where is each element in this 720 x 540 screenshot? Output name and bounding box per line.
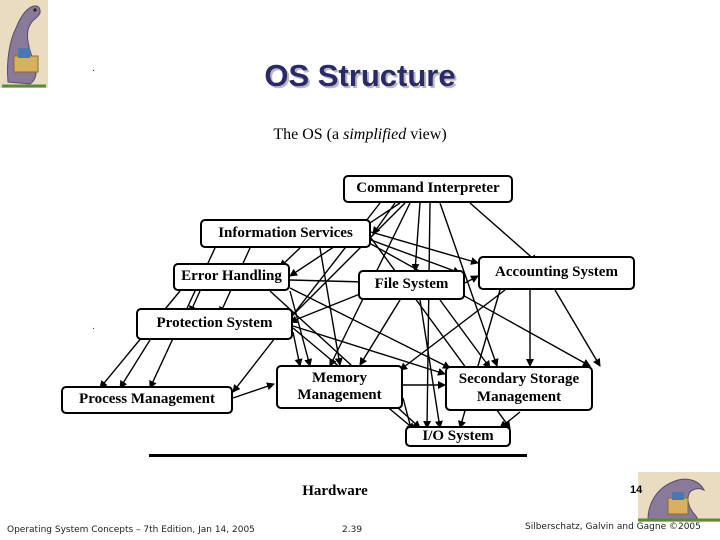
hardware-divider <box>149 454 527 457</box>
error-handling-box: Error Handling <box>173 263 290 291</box>
arrow <box>411 202 421 272</box>
footer-left: Operating System Concepts – 7th Edition,… <box>7 525 255 535</box>
arrow <box>419 299 443 429</box>
arrow <box>292 325 446 376</box>
arrow <box>119 339 151 389</box>
arrow <box>399 289 506 371</box>
page-number: 14 <box>630 484 643 496</box>
footer-center: 2.39 <box>342 525 363 535</box>
arrow <box>289 291 366 324</box>
arrow <box>370 243 591 367</box>
arrow <box>289 277 366 286</box>
accounting-system-box: Accounting System <box>478 256 635 290</box>
arrow <box>370 239 461 275</box>
dinosaur-logo-icon <box>0 0 48 88</box>
page-title: OS Structure <box>264 58 456 93</box>
subtitle: The OS (a simplified view) <box>0 126 720 144</box>
process-management-box: Process Management <box>61 386 233 414</box>
arrow <box>370 231 479 265</box>
footer-right: Silberschatz, Galvin and Gagne ©2005 <box>525 522 701 532</box>
information-services-box: Information Services <box>200 219 371 248</box>
command-interpreter-box: Command Interpreter <box>343 175 513 203</box>
arrow <box>554 289 601 367</box>
arrow <box>289 287 451 369</box>
arrow <box>464 275 479 284</box>
arrow <box>439 202 499 367</box>
decorative-dot: . <box>92 64 95 74</box>
arrow <box>469 202 538 263</box>
memory-management-box: Memory Management <box>276 365 403 409</box>
subtitle-prefix: The OS (a <box>273 126 344 143</box>
subtitle-suffix: view) <box>406 126 447 143</box>
hardware-label: Hardware <box>302 483 368 499</box>
protection-system-box: Protection System <box>136 308 293 340</box>
arrow <box>292 331 303 367</box>
io-system-box: I/O System <box>405 426 511 447</box>
arrow <box>284 202 406 324</box>
secondary-storage-management-box: Secondary Storage Management <box>445 366 593 411</box>
arrow <box>359 299 401 366</box>
arrow <box>232 382 275 399</box>
decorative-dot-2: . <box>92 322 95 332</box>
arrow <box>499 411 521 429</box>
file-system-box: File System <box>358 270 465 300</box>
arrow <box>439 299 491 369</box>
subtitle-emphasis: simplified <box>343 126 407 143</box>
dinosaur-logo-icon <box>638 472 720 522</box>
